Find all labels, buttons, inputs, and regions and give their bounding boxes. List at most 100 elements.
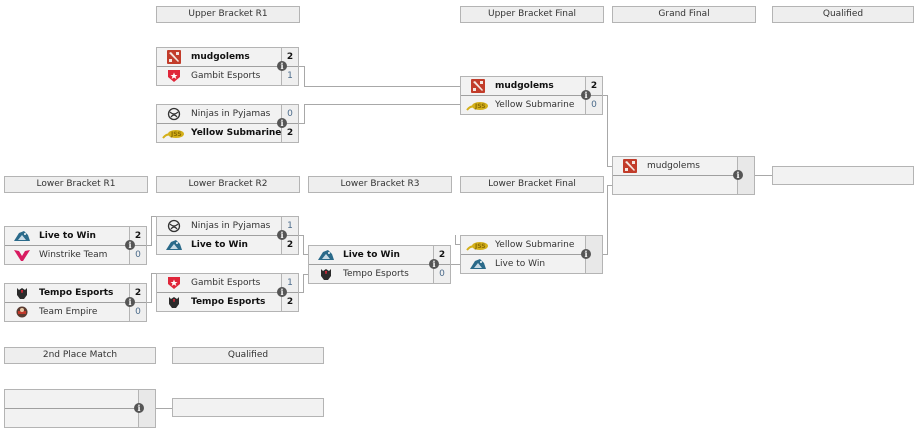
team-row-bottom[interactable]: Tempo Esports 2: [157, 293, 298, 311]
header-grand-final: Grand Final: [612, 6, 756, 23]
connector: [151, 216, 156, 217]
info-icon[interactable]: i: [277, 118, 287, 128]
connector: [304, 86, 460, 87]
match-2nd-place[interactable]: i: [4, 389, 156, 428]
team-row-bottom[interactable]: [5, 409, 155, 427]
connector: [299, 235, 304, 236]
tempo-logo-icon: [309, 265, 343, 283]
header-lower-bracket-r3: Lower Bracket R3: [308, 176, 452, 193]
live-to-win-logo-icon: [461, 255, 495, 273]
team-name: Yellow Submarine: [495, 100, 575, 110]
team-row-bottom[interactable]: Tempo Esports 0: [309, 265, 450, 283]
connector: [455, 235, 456, 245]
gambit-logo-icon: [157, 274, 191, 292]
qualified-slot-top: [772, 166, 914, 185]
team-score: 0: [433, 265, 450, 283]
svg-text:JSS: JSS: [474, 243, 486, 250]
connector: [303, 254, 308, 255]
svg-text:JSS: JSS: [170, 131, 182, 138]
info-icon[interactable]: i: [277, 287, 287, 297]
info-icon[interactable]: i: [125, 240, 135, 250]
team-row-bottom[interactable]: [613, 176, 754, 194]
team-name: mudgolems: [495, 81, 554, 91]
team-score: 0: [585, 96, 602, 114]
connector: [607, 166, 612, 167]
header-lower-bracket-r2: Lower Bracket R2: [156, 176, 300, 193]
connector: [451, 264, 460, 265]
match-grand-final[interactable]: mudgolems i: [612, 156, 755, 195]
qualified-slot-bottom: [172, 398, 324, 417]
info-icon[interactable]: i: [134, 403, 144, 413]
team-row-top[interactable]: mudgolems: [613, 157, 754, 176]
team-name: Ninjas in Pyjamas: [191, 221, 271, 231]
header-lower-bracket-final: Lower Bracket Final: [460, 176, 604, 193]
connector: [147, 245, 152, 246]
team-row-top[interactable]: [5, 390, 155, 409]
team-name: mudgolems: [647, 161, 700, 171]
tempo-logo-icon: [5, 284, 39, 302]
info-icon[interactable]: i: [277, 61, 287, 71]
header-2nd-place-match: 2nd Place Match: [4, 347, 156, 364]
nip-logo-icon: [157, 217, 191, 235]
empty-logo-icon: [613, 176, 647, 194]
connector: [299, 123, 305, 124]
winstrike-logo-icon: [5, 246, 39, 264]
live-to-win-logo-icon: [157, 236, 191, 254]
svg-text:JSS: JSS: [474, 103, 486, 110]
connector: [455, 244, 460, 245]
connector: [303, 274, 304, 293]
team-score: 2: [281, 293, 298, 311]
header-upper-bracket-final: Upper Bracket Final: [460, 6, 604, 23]
connector: [607, 95, 608, 166]
team-name: Tempo Esports: [191, 297, 266, 307]
connector: [603, 95, 608, 96]
tempo-logo-icon: [157, 293, 191, 311]
team-name: Ninjas in Pyjamas: [191, 109, 271, 119]
info-icon[interactable]: i: [125, 297, 135, 307]
empty-logo-icon: [5, 390, 39, 408]
team-row-bottom[interactable]: Winstrike Team 0: [5, 246, 146, 264]
info-icon[interactable]: i: [581, 249, 591, 259]
connector: [755, 175, 772, 176]
connector: [151, 216, 152, 246]
info-icon[interactable]: i: [277, 230, 287, 240]
info-icon[interactable]: i: [581, 90, 591, 100]
team-empire-logo-icon: [5, 303, 39, 321]
nip-logo-icon: [157, 105, 191, 123]
team-name: Live to Win: [495, 259, 546, 269]
team-name: Winstrike Team: [39, 250, 108, 260]
team-name: Live to Win: [39, 231, 96, 241]
team-row-bottom[interactable]: Live to Win: [461, 255, 602, 273]
connector: [304, 66, 305, 86]
empty-logo-icon: [5, 409, 39, 427]
team-score: 0: [129, 246, 146, 264]
team-row-bottom[interactable]: JSS Yellow Submarine 0: [461, 96, 602, 114]
connector: [304, 104, 305, 124]
yellow-submarine-logo-icon: JSS: [461, 96, 495, 114]
team-name: Tempo Esports: [343, 269, 409, 279]
team-score: 1: [281, 67, 298, 85]
info-icon[interactable]: i: [429, 259, 439, 269]
live-to-win-logo-icon: [309, 246, 343, 264]
team-name: Live to Win: [191, 240, 248, 250]
connector: [299, 66, 305, 67]
info-icon[interactable]: i: [733, 170, 743, 180]
